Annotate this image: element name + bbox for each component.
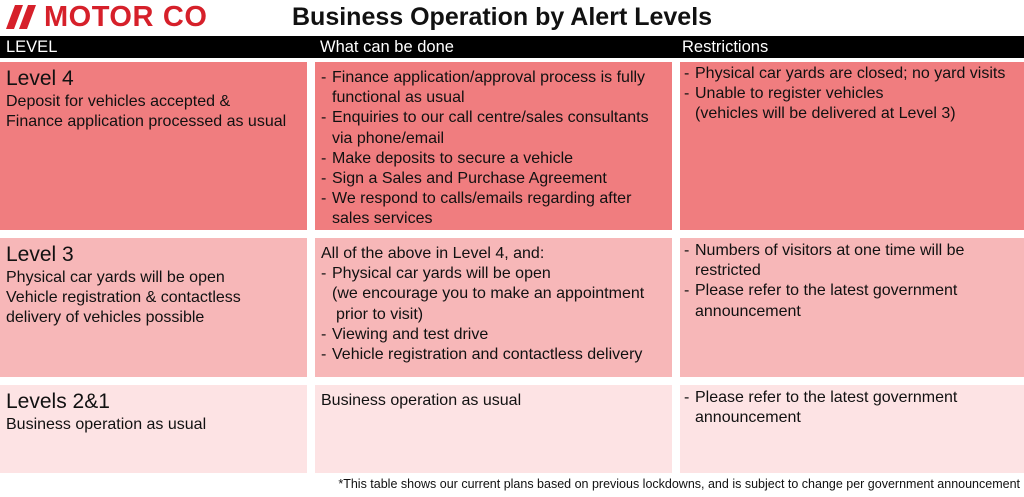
level-cell-level-3: Level 3 Physical car yards will be open … xyxy=(0,238,307,377)
list-item: Vehicle registration and contactless del… xyxy=(321,345,672,365)
list-item: We respond to calls/emails regarding aft… xyxy=(321,189,672,229)
can-do-cell-level-3: All of the above in Level 4, and: Physic… xyxy=(315,238,672,377)
motor-co-logo: MOTOR CO xyxy=(6,2,207,32)
level-title: Level 4 xyxy=(6,67,74,90)
restrictions-list: Physical car yards are closed; no yard v… xyxy=(684,64,1024,125)
list-item: Physical car yards will be open(we encou… xyxy=(321,264,672,325)
list-item: Finance application/approval process is … xyxy=(321,68,672,108)
list-item: Please refer to the latest governmentann… xyxy=(684,281,1024,321)
can-do-cell-level-4: Finance application/approval process is … xyxy=(315,62,672,230)
level-title: Levels 2&1 xyxy=(6,390,110,413)
header-level: LEVEL xyxy=(6,38,58,56)
page-title: Business Operation by Alert Levels xyxy=(292,3,713,31)
list-item: Numbers of visitors at one time will ber… xyxy=(684,241,1024,281)
level-cell-levels-2-1: Levels 2&1 Business operation as usual xyxy=(0,385,307,473)
header-what-can-be-done: What can be done xyxy=(320,38,454,56)
level-description-line: Finance application processed as usual xyxy=(6,113,287,130)
restrictions-list: Numbers of visitors at one time will ber… xyxy=(684,241,1024,322)
can-do-cell-levels-2-1: Business operation as usual xyxy=(315,385,672,473)
can-do-intro: All of the above in Level 4, and: xyxy=(321,245,545,262)
level-title: Level 3 xyxy=(6,243,74,266)
can-do-list: Finance application/approval process is … xyxy=(321,68,672,230)
list-item: Please refer to the latest governmentann… xyxy=(684,388,1024,428)
can-do-list: Physical car yards will be open(we encou… xyxy=(321,264,672,365)
restrictions-list: Please refer to the latest governmentann… xyxy=(684,388,1024,428)
table-header-row: LEVEL What can be done Restrictions xyxy=(0,36,1024,58)
list-item: Unable to register vehicles(vehicles wil… xyxy=(684,84,1024,124)
list-item: Viewing and test drive xyxy=(321,325,672,345)
level-description-line: Vehicle registration & contactless xyxy=(6,289,241,306)
level-cell-level-4: Level 4 Deposit for vehicles accepted & … xyxy=(0,62,307,230)
logo-text-motor: MOTOR xyxy=(44,1,154,33)
logo-text-co: CO xyxy=(162,1,208,33)
can-do-intro: Business operation as usual xyxy=(321,392,522,409)
restrictions-cell-level-3: Numbers of visitors at one time will ber… xyxy=(680,238,1024,377)
list-item: Sign a Sales and Purchase Agreement xyxy=(321,169,672,189)
logo-slash-icon xyxy=(6,5,36,29)
footnote: *This table shows our current plans base… xyxy=(338,477,1020,491)
list-item: Make deposits to secure a vehicle xyxy=(321,149,672,169)
top-bar: MOTOR CO Business Operation by Alert Lev… xyxy=(0,0,1024,36)
level-description-line: delivery of vehicles possible xyxy=(6,309,205,326)
restrictions-cell-level-4: Physical car yards are closed; no yard v… xyxy=(680,62,1024,230)
level-description-line: Deposit for vehicles accepted & xyxy=(6,93,231,110)
level-description-line: Business operation as usual xyxy=(6,416,207,433)
header-restrictions: Restrictions xyxy=(682,38,769,56)
level-description-line: Physical car yards will be open xyxy=(6,269,225,286)
restrictions-cell-levels-2-1: Please refer to the latest governmentann… xyxy=(680,385,1024,473)
list-item: Enquiries to our call centre/sales consu… xyxy=(321,108,672,148)
list-item: Physical car yards are closed; no yard v… xyxy=(684,64,1024,84)
